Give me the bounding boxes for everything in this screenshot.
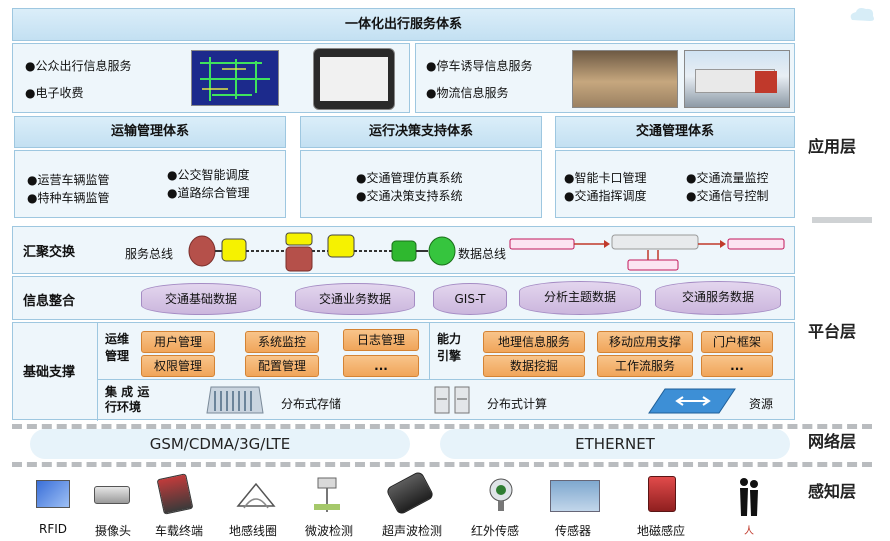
cap-gis-service: 地理信息服务 — [483, 331, 585, 353]
cap-more: ... — [701, 355, 773, 377]
transport-item-special: ●特种车辆监管 — [27, 191, 110, 205]
layer-label-app: 应用层 — [808, 137, 857, 156]
ultrasonic-detector-icon — [385, 470, 435, 516]
travel-left-panel: ●公众出行信息服务 ●电子收费 — [12, 43, 410, 113]
map-screen-image — [191, 50, 279, 106]
decision-support-panel: ●交通管理仿真系统 ●交通决策支持系统 — [300, 150, 542, 218]
resource-label: 资源 — [749, 397, 774, 411]
ops-log-mgmt: 日志管理 — [343, 329, 419, 351]
sensor-vehicle-terminal: 车载终端 — [154, 524, 203, 538]
layer-label-platform: 平台层 — [808, 322, 857, 341]
ops-mgmt-label: 运维 管理 — [105, 332, 130, 363]
transport-item-operating: ●运营车辆监管 — [27, 173, 110, 187]
support-row: 基础支撑 运维 管理 用户管理 系统监控 日志管理 权限管理 配置管理 ... … — [12, 322, 795, 421]
sensor-board-icon — [550, 480, 600, 512]
travel-item-public-info: ●公众出行信息服务 — [25, 59, 132, 73]
cloud-ethernet: ETHERNET — [440, 429, 790, 459]
cyl-service-data: 交通服务数据 — [655, 281, 781, 315]
data-bus-label: 数据总线 — [458, 247, 507, 261]
sensor-person: 人 — [744, 526, 754, 537]
sensor-geomagnetic: 地磁感应 — [636, 524, 685, 538]
layer-label-network: 网络层 — [808, 432, 857, 451]
traffic-mgmt-panel: ●智能卡口管理 ●交通指挥调度 ●交通流量监控 ●交通信号控制 — [555, 150, 795, 218]
sensor-camera: 摄像头 — [94, 524, 131, 538]
decision-support-header: 运行决策支持体系 — [300, 116, 542, 148]
layer-label-sense: 感知层 — [808, 482, 857, 501]
support-label: 基础支撑 — [23, 365, 76, 380]
cap-data-mining: 数据挖掘 — [483, 355, 585, 377]
travel-item-parking: ●停车诱导信息服务 — [426, 59, 533, 73]
loop-coil-icon — [236, 482, 276, 509]
transport-item-road: ●道路综合管理 — [167, 186, 250, 200]
divider-network-bottom — [12, 462, 872, 467]
vehicle-terminal-icon — [156, 473, 194, 515]
sensor-generic: 传感器 — [554, 524, 591, 538]
traffic-item-flow: ●交通流量监控 — [686, 171, 769, 185]
network-switch-icon — [648, 388, 736, 414]
service-bus-label: 服务总线 — [125, 247, 174, 261]
traffic-item-signal: ●交通信号控制 — [686, 189, 769, 203]
decorative-cloud-icon — [850, 8, 874, 21]
data-bus-flow-icon — [509, 234, 785, 271]
travel-item-logistics: ●物流信息服务 — [426, 86, 509, 100]
camera-icon — [94, 486, 130, 504]
distributed-compute-label: 分布式计算 — [487, 397, 548, 411]
sensor-ultrasonic: 超声波检测 — [381, 524, 442, 538]
integration-row: 信息整合 交通基础数据 交通业务数据 GIS-T 分析主题数据 交通服务数据 — [12, 276, 795, 320]
travel-right-panel: ●停车诱导信息服务 ●物流信息服务 — [415, 43, 795, 113]
microwave-detector-icon — [314, 477, 340, 512]
storage-rack-icon — [206, 386, 264, 414]
integration-label: 信息整合 — [23, 294, 76, 309]
sensor-rfid: RFID — [38, 522, 68, 536]
capability-engine-label: 能力 引擎 — [437, 332, 462, 363]
side-divider — [812, 217, 872, 223]
traffic-item-dispatch: ●交通指挥调度 — [564, 189, 647, 203]
cyl-business-data: 交通业务数据 — [295, 283, 415, 315]
sensor-infrared: 红外传感 — [470, 524, 519, 538]
geomagnetic-sensor-icon — [648, 476, 676, 512]
traffic-mgmt-header: 交通管理体系 — [555, 116, 795, 148]
ops-more: ... — [343, 355, 419, 377]
cyl-basic-data: 交通基础数据 — [141, 283, 261, 315]
server-icon — [434, 386, 470, 414]
ops-user-mgmt: 用户管理 — [141, 331, 215, 353]
cap-mobile-support: 移动应用支撑 — [597, 331, 693, 353]
sensor-microwave: 微波检测 — [304, 524, 353, 538]
cyl-analysis-data: 分析主题数据 — [519, 281, 641, 315]
runtime-env-label: 集 成 运 行环境 — [105, 385, 150, 414]
ops-config-mgmt: 配置管理 — [245, 355, 319, 377]
transport-item-bus: ●公交智能调度 — [167, 168, 250, 182]
transport-mgmt-header: 运输管理体系 — [14, 116, 286, 148]
exchange-row: 汇聚交换 服务总线 数据总线 — [12, 226, 795, 274]
integrated-travel-header: 一体化出行服务体系 — [12, 8, 795, 41]
device-screen-image — [313, 48, 395, 110]
exchange-label: 汇聚交换 — [23, 245, 76, 260]
divider-network-top — [12, 424, 872, 429]
cap-workflow: 工作流服务 — [597, 355, 693, 377]
traffic-item-checkpoint: ●智能卡口管理 — [564, 171, 647, 185]
distributed-storage-label: 分布式存储 — [281, 397, 342, 411]
decision-item-support: ●交通决策支持系统 — [356, 189, 463, 203]
sensor-loop-coil: 地感线圈 — [228, 524, 277, 538]
ops-permission-mgmt: 权限管理 — [141, 355, 215, 377]
transport-mgmt-panel: ●运营车辆监管 ●特种车辆监管 ●公交智能调度 ●道路综合管理 — [14, 150, 286, 218]
infrared-sensor-icon — [489, 478, 513, 511]
cap-portal-framework: 门户框架 — [701, 331, 773, 353]
person-icon — [740, 478, 758, 516]
ops-system-monitor: 系统监控 — [245, 331, 319, 353]
decision-item-simulation: ●交通管理仿真系统 — [356, 171, 463, 185]
parking-lot-image — [572, 50, 678, 108]
service-bus-flow-icon — [188, 232, 456, 272]
map-lines-icon — [200, 57, 270, 101]
cyl-gis-t: GIS-T — [433, 283, 507, 315]
rfid-icon — [36, 480, 70, 508]
travel-item-etc: ●电子收费 — [25, 86, 84, 100]
logistics-truck-image — [684, 50, 790, 108]
cloud-mobile-network: GSM/CDMA/3G/LTE — [30, 429, 410, 459]
